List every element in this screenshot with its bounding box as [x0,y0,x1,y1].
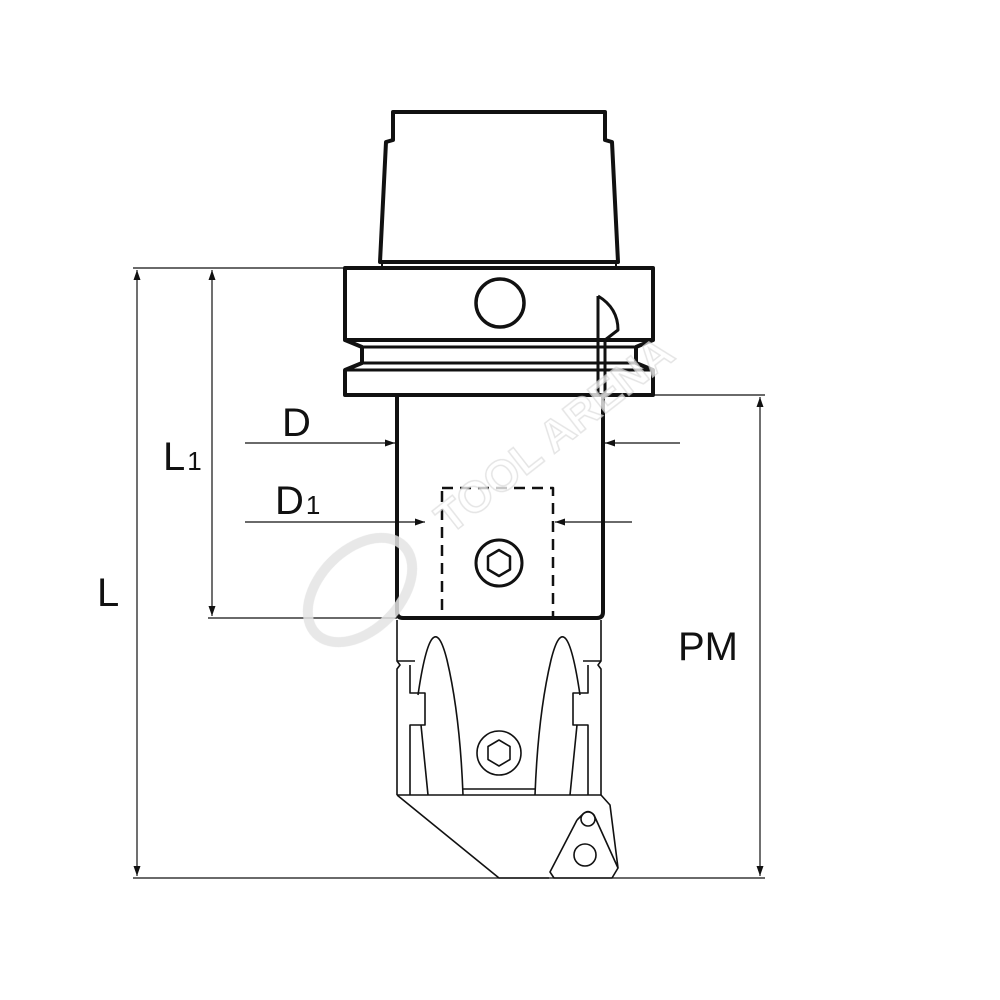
label-L1: L1 [163,435,202,479]
label-PM: PM [678,625,738,669]
flange [343,266,655,397]
label-L: L [97,571,119,615]
svg-text:TOOL ARENA: TOOL ARENA [426,327,683,543]
insert-screw [573,843,597,867]
label-D1: D1 [275,479,320,523]
hsk-taper [378,110,620,268]
extension-lines [133,267,765,879]
dimension-lines [133,270,764,876]
watermark-logo: TOOL ARENA [302,326,684,648]
hidden-bore [440,486,555,620]
label-D: D [282,401,311,445]
set-screw [474,538,524,588]
drive-hole [474,277,526,329]
cutter-head [396,620,619,879]
